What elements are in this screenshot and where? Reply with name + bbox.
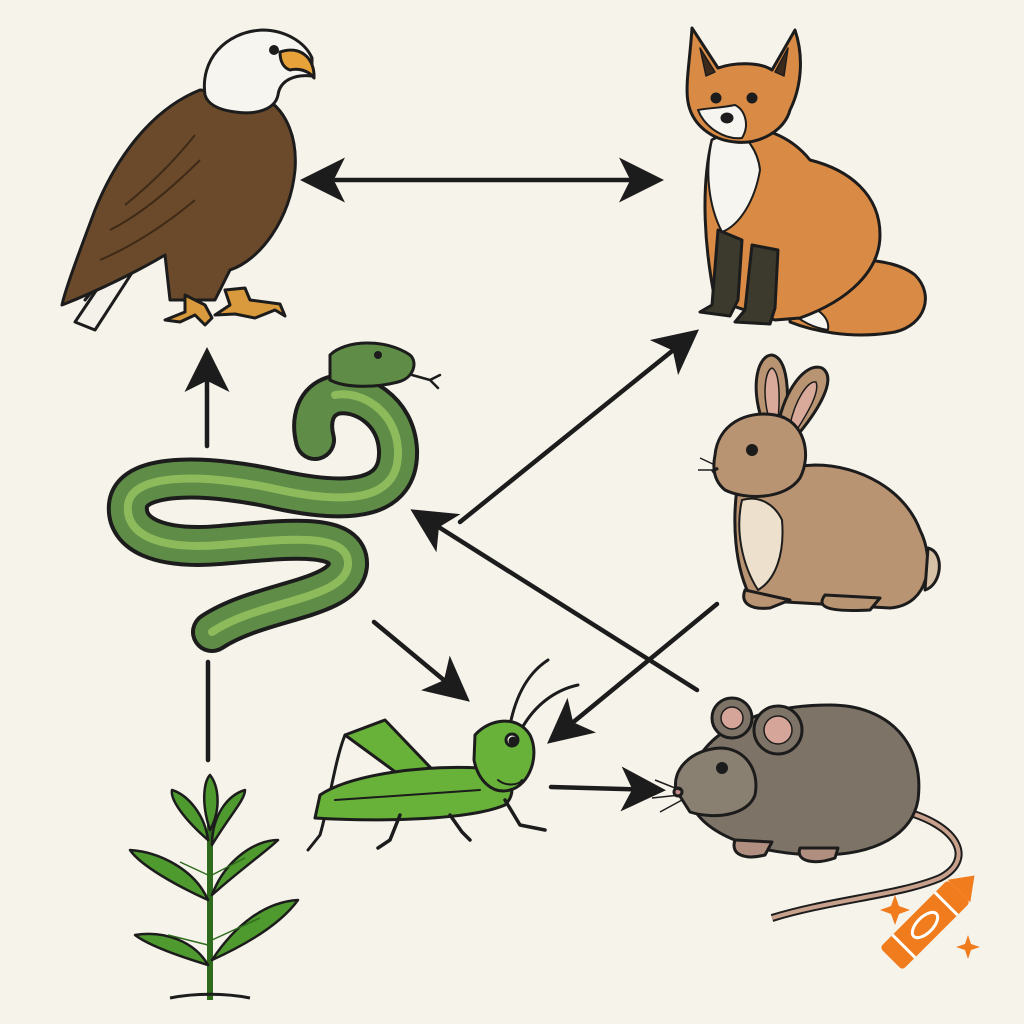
arrow-mouse-snake [410, 509, 700, 693]
plant-icon [128, 773, 300, 1000]
crayon-icon [880, 875, 980, 969]
mouse-icon [651, 696, 963, 922]
eagle-icon [60, 28, 316, 332]
snake-icon [106, 341, 442, 653]
arrow-snake-fox [457, 329, 700, 525]
arrows [184, 157, 720, 812]
arrow-snake-grasshopper [371, 619, 470, 702]
arrow-grasshopper-mouse [548, 766, 666, 812]
arrow-rabbit-grasshopper [547, 601, 720, 744]
rabbit-icon [698, 353, 941, 612]
grasshopper-icon [306, 658, 580, 852]
fox-icon [685, 26, 927, 337]
